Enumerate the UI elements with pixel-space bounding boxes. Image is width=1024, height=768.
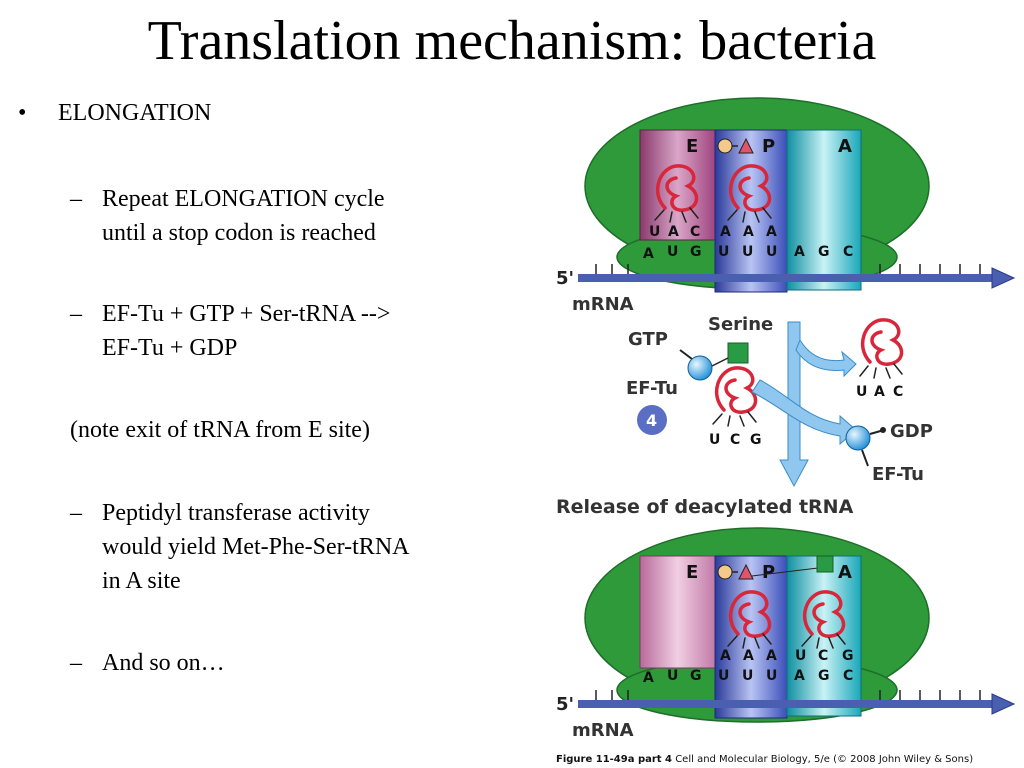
- dash-symbol: –: [70, 500, 82, 526]
- codon-base: A: [794, 244, 805, 260]
- codon-base: G: [818, 244, 830, 260]
- step-number: 4: [646, 411, 657, 430]
- codon-base: G: [690, 244, 702, 260]
- gtp-label: GTP: [628, 329, 668, 350]
- trna-icon: [727, 164, 772, 223]
- codon-base: U: [742, 244, 753, 260]
- figure-caption: Figure 11-49a part 4 Cell and Molecular …: [556, 754, 973, 765]
- bullet-symbol: •: [18, 100, 27, 126]
- e-site-top: [639, 129, 716, 241]
- mrna-arrow-icon: [991, 693, 1016, 715]
- mrna-ticks-bottom: [595, 690, 981, 700]
- translation-figure: E P A U A C A A A A U G U U U A G C: [556, 97, 1016, 765]
- codon-base: A: [643, 670, 654, 686]
- anticodon-base: U: [795, 648, 806, 664]
- dash-symbol: –: [70, 301, 82, 327]
- codon-base: U: [667, 244, 678, 260]
- ef-tu-gtp-icon: [687, 355, 713, 381]
- serine-square-icon: [816, 555, 834, 573]
- process-arrows: [751, 321, 857, 488]
- serine-label: Serine: [708, 314, 773, 335]
- mrna-arrow-icon: [991, 267, 1016, 289]
- anticodon-base: A: [766, 648, 777, 664]
- main-bullet-text: ELONGATION: [58, 100, 212, 126]
- item-3-line-1: Peptidyl transferase activity: [102, 500, 370, 526]
- site-e-label: E: [686, 136, 698, 157]
- anticodon-base: C: [690, 224, 700, 240]
- anticodon-base: A: [720, 648, 731, 664]
- ef-tu-label: EF-Tu: [626, 378, 678, 399]
- codon-base: C: [843, 244, 853, 260]
- anticodon-base: G: [750, 432, 762, 448]
- anticodon-base: A: [720, 224, 731, 240]
- item-3-line-3: in A site: [102, 568, 181, 594]
- serine-square-icon: [727, 342, 749, 364]
- ef-tu-gdp-icon: [845, 425, 871, 451]
- five-prime-label-bottom: 5': [556, 694, 574, 715]
- amino-acid-triangle-icon: [738, 137, 754, 154]
- codon-base: U: [742, 668, 753, 684]
- codon-base: G: [690, 668, 702, 684]
- item-3-line-2: would yield Met-Phe-Ser-tRNA: [102, 534, 410, 560]
- trna-icon: [859, 318, 904, 379]
- step-number-circle: [637, 405, 667, 435]
- codon-base: A: [794, 668, 805, 684]
- dash-symbol: –: [70, 186, 82, 212]
- amino-acid-triangle-icon: [738, 563, 754, 580]
- release-label: Release of deacylated tRNA: [556, 496, 854, 518]
- anticodon-base: A: [668, 224, 679, 240]
- codon-base: U: [766, 244, 777, 260]
- codon-base: A: [643, 246, 654, 262]
- trna-icon: [801, 590, 846, 649]
- mrna-ticks-top: [595, 264, 981, 274]
- site-p-label: P: [762, 562, 775, 583]
- anticodon-base: A: [766, 224, 777, 240]
- anticodon-base: G: [842, 648, 854, 664]
- anticodon-base: U: [709, 432, 720, 448]
- trna-icon: [727, 590, 772, 649]
- codon-base: C: [843, 668, 853, 684]
- caption-rest: Cell and Molecular Biology, 5/e (© 2008 …: [672, 754, 973, 765]
- codon-base: U: [718, 244, 729, 260]
- site-e-label: E: [686, 562, 698, 583]
- five-prime-label-top: 5': [556, 268, 574, 289]
- item-2-line-1: EF-Tu + GTP + Ser-tRNA -->: [102, 301, 391, 327]
- item-2-line-2: EF-Tu + GDP: [102, 335, 238, 361]
- dash-symbol: –: [70, 650, 82, 676]
- anticodon-base: A: [743, 648, 754, 664]
- anticodon-base: C: [818, 648, 828, 664]
- caption-bold: Figure 11-49a part 4: [556, 754, 672, 765]
- trna-icon: [654, 164, 699, 223]
- codon-base: U: [667, 668, 678, 684]
- amino-acid-circle-icon: [717, 138, 733, 154]
- item-4-line-1: And so on…: [102, 650, 225, 676]
- anticodon-base: A: [874, 384, 885, 400]
- ef-tu-out-label: EF-Tu: [872, 464, 924, 485]
- slide-title: Translation mechanism: bacteria: [147, 10, 877, 72]
- item-1-line-2: until a stop codon is reached: [102, 220, 376, 246]
- mrna-label-top: mRNA: [572, 294, 634, 315]
- anticodon-base: C: [730, 432, 740, 448]
- mrna-label-bottom: mRNA: [572, 720, 634, 741]
- anticodon-base: C: [893, 384, 903, 400]
- trna-icon: [712, 366, 758, 427]
- codon-base: U: [766, 668, 777, 684]
- anticodon-base: A: [743, 224, 754, 240]
- a-site-top: [786, 129, 862, 291]
- site-a-label: A: [838, 136, 852, 157]
- codon-base: G: [818, 668, 830, 684]
- site-a-label: A: [838, 562, 852, 583]
- e-site-bottom: [639, 555, 716, 669]
- amino-acid-circle-icon: [717, 564, 733, 580]
- anticodon-base: U: [856, 384, 867, 400]
- note-text: (note exit of tRNA from E site): [70, 417, 370, 443]
- item-1-line-1: Repeat ELONGATION cycle: [102, 186, 385, 212]
- site-p-label: P: [762, 136, 775, 157]
- anticodon-base: U: [649, 224, 660, 240]
- gdp-label: GDP: [890, 421, 933, 442]
- codon-base: U: [718, 668, 729, 684]
